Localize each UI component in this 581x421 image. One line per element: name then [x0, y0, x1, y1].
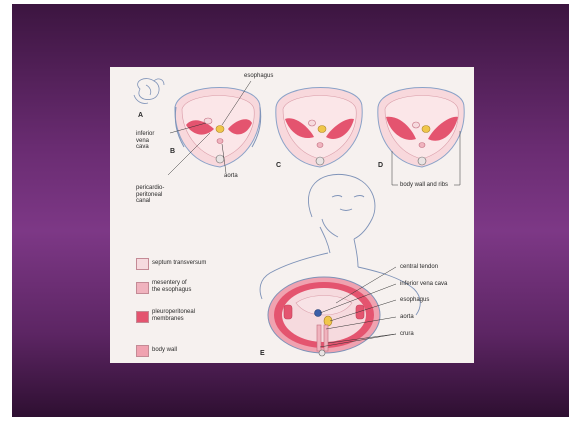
legend-label: septum transversum: [152, 260, 206, 267]
panel-b-label: B: [170, 149, 175, 156]
legend-swatch: [136, 258, 149, 270]
panel-c-cross-section: [276, 88, 362, 168]
label-crura: crura: [400, 331, 414, 338]
panel-e-label: E: [260, 351, 265, 358]
legend-label: mesentery of the esophagus: [152, 280, 191, 293]
diaphragm-development-figure: A B C D E esophagus inferior vena cava a…: [110, 67, 474, 363]
panel-d-label: D: [378, 163, 383, 170]
label-aorta-e: aorta: [400, 314, 414, 321]
label-inferior-vena-cava: inferior vena cava: [136, 131, 154, 151]
panel-e-diaphragm: [268, 277, 380, 356]
panel-a-label: A: [138, 113, 143, 120]
legend-label: pleuroperitoneal membranes: [152, 309, 195, 322]
panel-d-cross-section: [378, 88, 464, 168]
legend-swatch: [136, 345, 149, 357]
legend-swatch: [136, 311, 149, 323]
label-pericardioperitoneal-canal: pericardio- peritoneal canal: [136, 185, 164, 205]
label-esophagus-top: esophagus: [244, 73, 273, 80]
legend-label: body wall: [152, 347, 177, 354]
panel-a-embryo-sketch: [134, 79, 164, 104]
legend-swatch: [136, 282, 149, 294]
label-aorta: aorta: [224, 173, 238, 180]
label-central-tendon: central tendon: [400, 264, 438, 271]
panel-c-label: C: [276, 163, 281, 170]
label-inferior-vena-cava-e: inferior vena cava: [400, 281, 447, 288]
label-esophagus-e: esophagus: [400, 297, 429, 304]
label-body-wall-and-ribs: body wall and ribs: [400, 182, 448, 189]
